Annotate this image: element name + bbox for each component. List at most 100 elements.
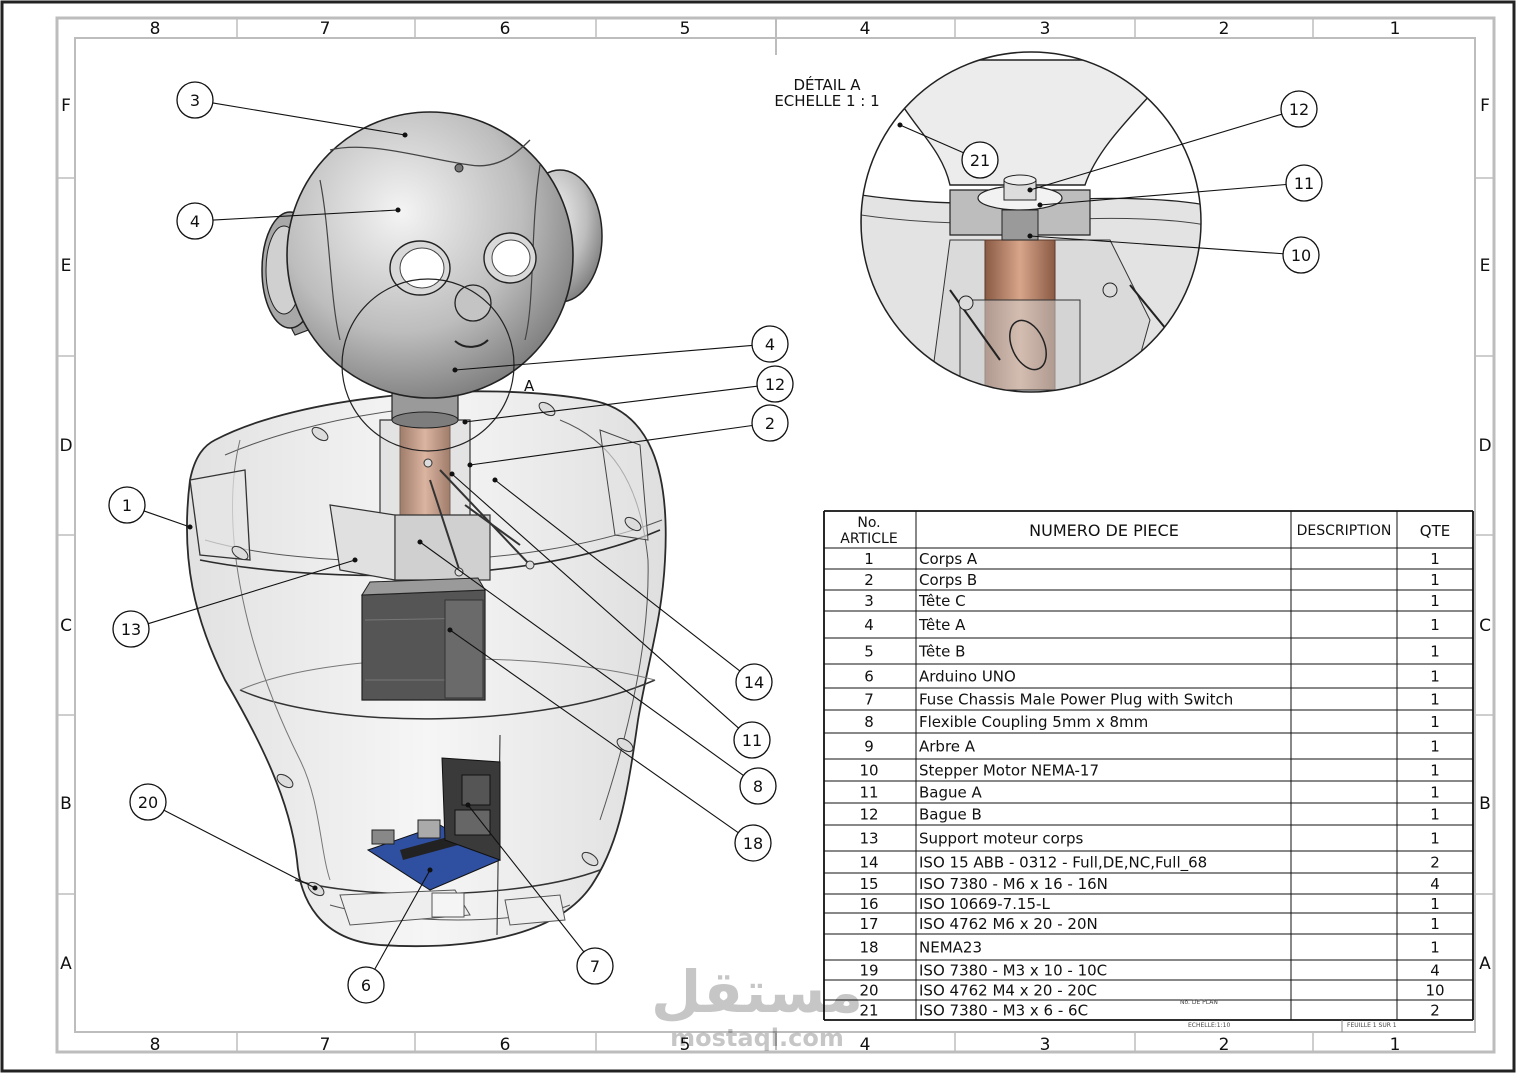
balloon-circle bbox=[129, 783, 167, 821]
scale-label: ECHELLE:1:10 bbox=[1188, 1022, 1230, 1029]
zone-col-label-top: 6 bbox=[500, 19, 511, 39]
bom-cell-part: Bague A bbox=[919, 784, 983, 802]
bom-cell-part: Tête A bbox=[918, 616, 966, 634]
header-qty: QTE bbox=[1420, 522, 1450, 540]
bom-cell-no: 4 bbox=[864, 616, 874, 634]
zone-col-label-bottom: 3 bbox=[1040, 1035, 1051, 1055]
bom-cell-part: Fuse Chassis Male Power Plug with Switch bbox=[919, 691, 1233, 709]
bom-cell-qty: 1 bbox=[1430, 571, 1440, 589]
zone-row-label-left: F bbox=[61, 96, 71, 116]
leader-dot bbox=[352, 557, 358, 563]
watermark-arabic: مستقل bbox=[651, 958, 863, 1026]
leader-dot bbox=[395, 207, 401, 213]
balloon-circle bbox=[756, 365, 794, 403]
balloon-circle bbox=[733, 721, 771, 759]
leader-main-6 bbox=[148, 559, 356, 625]
bom-row: 6 Arduino UNO 1 bbox=[864, 668, 1440, 686]
bom-cell-qty: 1 bbox=[1430, 668, 1440, 686]
plan-number-label: No. DE PLAN bbox=[1180, 999, 1218, 1006]
zone-col-label-bottom: 2 bbox=[1219, 1035, 1230, 1055]
balloon-circle bbox=[751, 325, 789, 363]
leader-dot bbox=[465, 802, 471, 808]
bom-cell-qty: 1 bbox=[1430, 784, 1440, 802]
balloon-label: 11 bbox=[1294, 174, 1314, 193]
balloon-circle bbox=[961, 141, 999, 179]
bom-cell-no: 13 bbox=[859, 830, 878, 848]
bom-cell-part: Arbre A bbox=[919, 738, 976, 756]
screws bbox=[231, 401, 642, 897]
leader-dot bbox=[447, 627, 453, 633]
zone-col-label-top: 7 bbox=[320, 19, 331, 39]
balloon-label: 2 bbox=[765, 414, 775, 433]
zone-row-label-right: C bbox=[1479, 616, 1491, 636]
zone-row-label-left: B bbox=[60, 794, 72, 814]
balloon-label: 12 bbox=[765, 375, 785, 394]
balloon-label: 21 bbox=[970, 151, 990, 170]
zone-col-label-bottom: 8 bbox=[150, 1035, 161, 1055]
balloon-circle bbox=[1282, 236, 1320, 274]
bom-cell-part: ISO 7380 - M3 x 10 - 10C bbox=[919, 962, 1107, 980]
leader-detail-1 bbox=[1029, 113, 1282, 191]
bom-cell-part: Tête C bbox=[918, 592, 966, 610]
bom-cell-no: 18 bbox=[859, 939, 878, 957]
bom-cell-part: Arduino UNO bbox=[919, 668, 1016, 686]
bom-cell-no: 1 bbox=[864, 550, 874, 568]
zone-row-label-left: A bbox=[60, 954, 72, 974]
zone-row-label-right: D bbox=[1478, 436, 1491, 456]
bom-row: 7 Fuse Chassis Male Power Plug with Switc… bbox=[864, 691, 1440, 709]
leader-main-10 bbox=[449, 629, 739, 834]
balloon-label: 4 bbox=[765, 335, 775, 354]
zone-row-label-right: A bbox=[1479, 954, 1491, 974]
leader-dot bbox=[452, 367, 458, 373]
zone-col-label-top: 5 bbox=[680, 19, 691, 39]
leader-main-9 bbox=[419, 541, 744, 776]
leader-dot bbox=[312, 885, 318, 891]
detail-title: DÉTAIL A bbox=[793, 75, 861, 94]
leader-main-5 bbox=[143, 510, 191, 528]
balloon-circle bbox=[734, 824, 772, 862]
bom-cell-qty: 1 bbox=[1430, 643, 1440, 661]
leader-main-12 bbox=[467, 804, 585, 953]
leader-dot bbox=[417, 539, 423, 545]
zone-tick-marks bbox=[57, 18, 1494, 1052]
bom-cell-qty: 1 bbox=[1430, 691, 1440, 709]
bom-cell-qty: 1 bbox=[1430, 939, 1440, 957]
bom-cell-part: ISO 15 ABB - 0312 - Full,DE,NC,Full_68 bbox=[919, 854, 1207, 873]
leader-main-2 bbox=[454, 344, 753, 371]
bom-cell-part: ISO 4762 M6 x 20 - 20N bbox=[919, 915, 1098, 933]
bom-cell-no: 7 bbox=[864, 691, 874, 709]
zone-col-label-bottom: 1 bbox=[1390, 1035, 1401, 1055]
bom-cell-no: 6 bbox=[864, 668, 874, 686]
leader-main-3 bbox=[464, 385, 758, 423]
bom-cell-no: 2 bbox=[864, 571, 874, 589]
leader-dot bbox=[897, 122, 903, 128]
leader-detail-3 bbox=[1029, 235, 1284, 255]
motor-support-frame bbox=[329, 419, 531, 701]
bom-cell-no: 3 bbox=[864, 592, 874, 610]
bom-cell-no: 14 bbox=[859, 854, 878, 872]
balloon-circle bbox=[176, 202, 214, 240]
zone-col-label-top: 4 bbox=[860, 19, 871, 39]
header-no-line2: ARTICLE bbox=[840, 531, 897, 547]
balloon-circle bbox=[108, 486, 146, 524]
bom-cell-qty: 1 bbox=[1430, 895, 1440, 913]
balloon-label: 7 bbox=[590, 957, 600, 976]
balloon-circle bbox=[576, 947, 614, 985]
bom-cell-qty: 1 bbox=[1430, 762, 1440, 780]
leader-main-11 bbox=[163, 809, 316, 889]
leader-detail-2 bbox=[1039, 183, 1287, 206]
balloon-label: 6 bbox=[361, 976, 371, 995]
watermark: مستقل mostaql.com bbox=[651, 958, 863, 1052]
bom-cell-qty: 1 bbox=[1430, 915, 1440, 933]
